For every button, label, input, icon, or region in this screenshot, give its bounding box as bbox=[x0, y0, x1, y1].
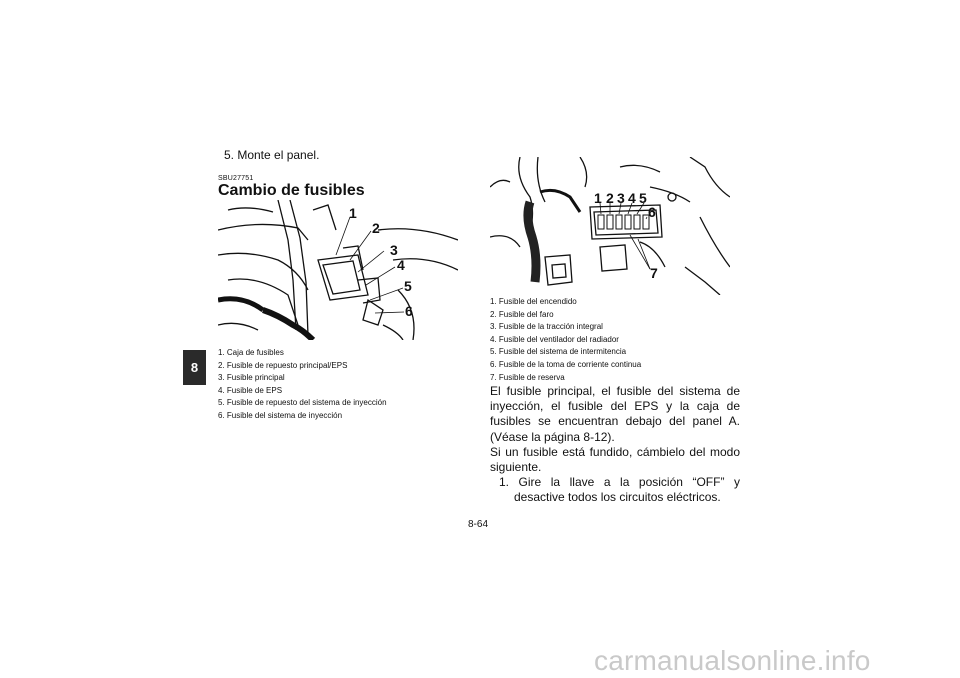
figure2-caption-list: 1. Fusible del encendido 2. Fusible del … bbox=[490, 296, 641, 384]
figure2-caption: 5. Fusible del sistema de intermitencia bbox=[490, 347, 627, 357]
section-heading: Cambio de fusibles bbox=[218, 182, 365, 199]
fig2-label-2: 2 bbox=[606, 190, 614, 206]
fig2-label-1: 1 bbox=[594, 190, 602, 206]
paragraph-fuse-location: El fusible principal, el fusible del sis… bbox=[490, 384, 740, 444]
fig1-label-3: 3 bbox=[390, 242, 398, 258]
fig2-label-7: 7 bbox=[650, 265, 658, 281]
section-tab: 8 bbox=[183, 350, 206, 385]
fuse-box-drawing: 1 2 3 4 5 6 bbox=[218, 200, 458, 340]
fuse-panel-illustration: 1 2 3 4 5 6 7 bbox=[490, 157, 730, 295]
figure2-caption: 7. Fusible de reserva bbox=[490, 372, 565, 382]
figure1-caption: 6. Fusible del sistema de inyección bbox=[218, 410, 343, 420]
step-5-text: 5. Monte el panel. bbox=[224, 148, 320, 162]
step-1-text: 1. Gire la llave a la posición “OFF” y d… bbox=[499, 475, 740, 505]
figure2-caption: 6. Fusible de la toma de corriente conti… bbox=[490, 359, 642, 369]
page-number: 8-64 bbox=[468, 519, 489, 530]
figure2-caption: 1. Fusible del encendido bbox=[490, 297, 577, 306]
reference-code: SBU27751 bbox=[218, 175, 254, 182]
figure1-caption-list: 1. Caja de fusibles 2. Fusible de repues… bbox=[218, 347, 387, 423]
figure1-caption: 2. Fusible de repuesto principal/EPS bbox=[218, 360, 348, 370]
fig2-label-5: 5 bbox=[639, 190, 647, 206]
fuse-box-illustration: 1 2 3 4 5 6 bbox=[218, 200, 458, 340]
watermark-text: carmanualsonline.info bbox=[594, 645, 871, 676]
figure2-caption: 4. Fusible del ventilador del radiador bbox=[490, 334, 619, 344]
fig1-label-2: 2 bbox=[372, 220, 380, 236]
paragraph-replace-intro: Si un fusible está fundido, cámbielo del… bbox=[490, 444, 740, 475]
figure1-caption: 3. Fusible principal bbox=[218, 373, 285, 383]
figure2-caption: 2. Fusible del faro bbox=[490, 309, 554, 319]
figure2-caption: 3. Fusible de la tracción integral bbox=[490, 322, 603, 332]
figure1-caption: 5. Fusible de repuesto del sistema de in… bbox=[218, 398, 387, 408]
fig1-label-1: 1 bbox=[349, 205, 357, 221]
fig1-label-5: 5 bbox=[404, 278, 412, 294]
fig2-label-4: 4 bbox=[628, 190, 636, 206]
fig1-label-6: 6 bbox=[405, 303, 413, 319]
figure1-caption: 4. Fusible de EPS bbox=[218, 385, 283, 395]
figure1-caption: 1. Caja de fusibles bbox=[218, 348, 284, 357]
fig1-label-4: 4 bbox=[397, 257, 405, 273]
fig2-label-6: 6 bbox=[648, 204, 656, 220]
fig2-label-3: 3 bbox=[617, 190, 625, 206]
fuse-panel-drawing: 1 2 3 4 5 6 7 bbox=[490, 157, 730, 295]
body-text: El fusible principal, el fusible del sis… bbox=[490, 384, 740, 506]
